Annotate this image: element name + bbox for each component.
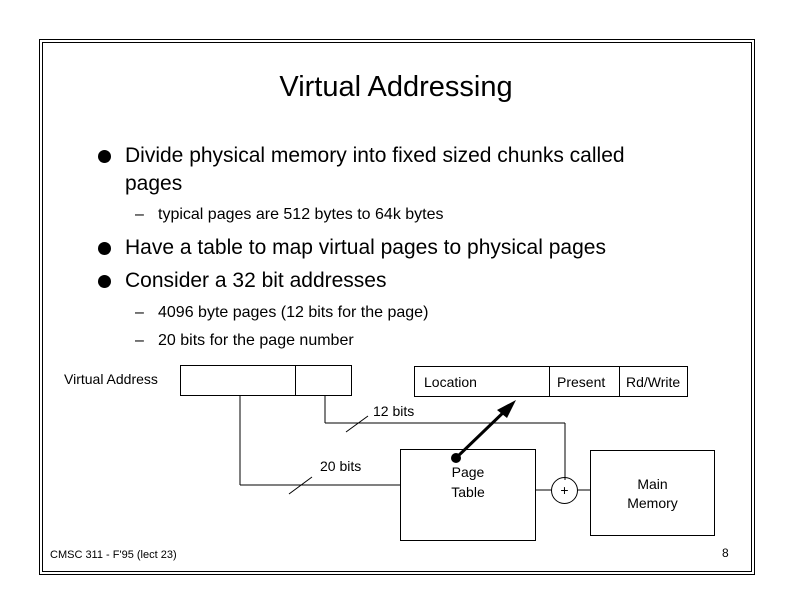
entry-present: Present: [557, 374, 606, 390]
main-memory-label-2: Memory: [627, 495, 678, 511]
sub-bullet-text: 4096 byte pages (12 bits for the page): [158, 304, 429, 321]
bullet-dot-icon: [98, 275, 111, 288]
page-number: 8: [722, 546, 729, 560]
bullet-dot-icon: [98, 242, 111, 255]
main-memory-label-1: Main: [637, 476, 668, 492]
sub-bullet-text: typical pages are 512 bytes to 64k bytes: [158, 206, 444, 223]
main-memory-box: Main Memory: [590, 450, 715, 536]
entry-location: Location: [424, 374, 477, 390]
adder-plus-icon: +: [560, 482, 569, 498]
dash-icon: –: [135, 332, 144, 349]
bullet-dot-icon: [98, 150, 111, 163]
footer-course: CMSC 311 - F'95 (lect 23): [50, 549, 177, 561]
slide-title: Virtual Addressing: [279, 71, 513, 103]
bullet-1-text: Divide physical memory into fixed sized …: [125, 144, 625, 195]
page-table-label-2: Table: [451, 484, 485, 500]
slide-frame: [42, 42, 752, 572]
virtual-address-divider: [295, 366, 296, 395]
entry-rd-write: Rd/Write: [626, 374, 681, 390]
dash-icon: –: [135, 304, 144, 321]
bits-20-label: 20 bits: [320, 458, 362, 474]
virtual-address-box: [180, 365, 352, 396]
bullet-3-text: Consider a 32 bit addresses: [125, 269, 387, 292]
bits-12-label: 12 bits: [373, 403, 415, 419]
page-table-entry: Location Present Rd/Write: [414, 366, 688, 397]
bullet-1: Divide physical memory into fixed sized …: [98, 142, 698, 198]
page-table-label-1: Page: [451, 464, 485, 480]
entry-divider: [619, 367, 620, 396]
dash-icon: –: [135, 206, 144, 223]
sub-bullet-text: 20 bits for the page number: [158, 332, 354, 349]
virtual-address-label: Virtual Address: [64, 371, 158, 387]
bullet-2-text: Have a table to map virtual pages to phy…: [125, 236, 606, 259]
page-table-box: Page Table: [400, 449, 536, 541]
entry-divider: [549, 367, 550, 396]
adder-circle: +: [551, 477, 578, 504]
